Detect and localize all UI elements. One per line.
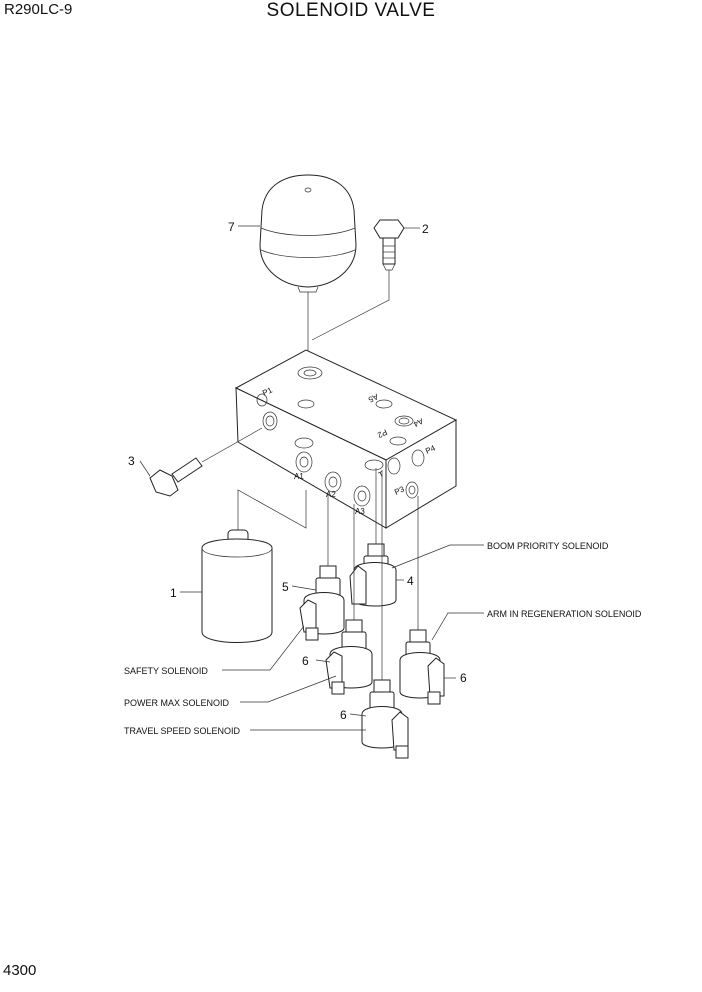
- page-number: 4300: [3, 962, 37, 979]
- port-label-a4: A4: [411, 416, 424, 429]
- accumulator-part: [259, 174, 357, 293]
- filter-part: [201, 529, 273, 643]
- plug-part-3: [149, 457, 203, 497]
- page-title: SOLENOID VALVE: [266, 0, 436, 21]
- callout-5: 5: [282, 580, 289, 594]
- solenoid-6-travel-speed: [361, 679, 409, 759]
- callout-6-arm-regeneration: 6: [460, 671, 467, 685]
- solenoid-4: [349, 543, 397, 607]
- callout-7: 7: [228, 220, 235, 234]
- callout-2: 2: [422, 222, 429, 236]
- label-travel-speed-solenoid: TRAVEL SPEED SOLENOID: [124, 726, 241, 736]
- label-arm-regeneration-solenoid: ARM IN REGENERATION SOLENOID: [487, 609, 642, 619]
- solenoid-6-power-max: [325, 619, 373, 695]
- label-safety-solenoid: SAFETY SOLENOID: [124, 666, 208, 676]
- solenoid-6-arm-regeneration: [399, 629, 445, 705]
- label-power-max-solenoid: POWER MAX SOLENOID: [124, 698, 230, 708]
- solenoid-5: [299, 565, 345, 641]
- port-label-p3: P3: [393, 484, 406, 497]
- port-label-p1: P1: [261, 385, 274, 398]
- port-label-a3: A3: [355, 507, 365, 516]
- port-label-a5: A5: [366, 392, 379, 405]
- port-label-p4: P4: [424, 443, 437, 456]
- callout-4: 4: [407, 574, 414, 588]
- port-label-a2: A2: [326, 490, 336, 499]
- label-boom-priority-solenoid: BOOM PRIORITY SOLENOID: [487, 541, 609, 551]
- model-number: R290LC-9: [4, 1, 73, 18]
- callout-6-travel-speed: 6: [340, 708, 347, 722]
- port-label-p2: P2: [375, 427, 388, 440]
- plug-part: [373, 219, 405, 271]
- manifold-block: [234, 349, 458, 529]
- callout-6-power-max: 6: [302, 654, 309, 668]
- port-label-t: T: [377, 470, 385, 480]
- port-label-a1: A1: [294, 472, 304, 481]
- callout-1: 1: [170, 586, 177, 600]
- callout-3: 3: [128, 454, 135, 468]
